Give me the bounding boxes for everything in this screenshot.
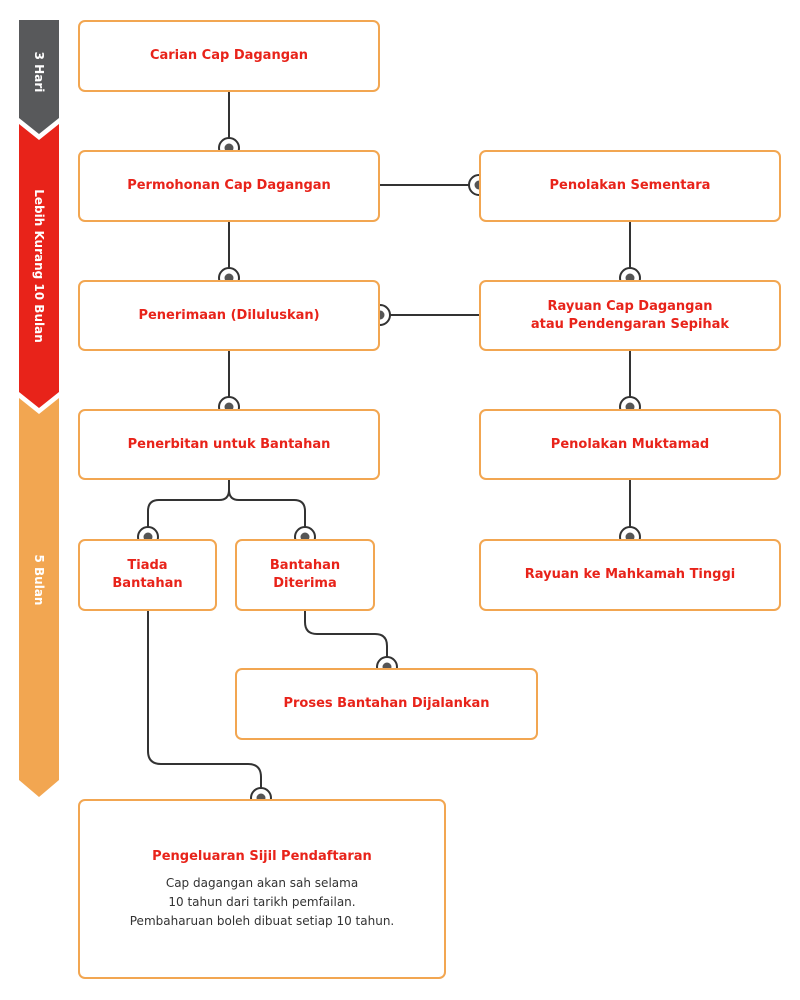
step-title: Pengeluaran Sijil Pendaftaran (152, 848, 372, 864)
step-title: Tiada Bantahan (112, 558, 183, 591)
step-title: Permohonan Cap Dagangan (127, 178, 331, 193)
step-title: Rayuan ke Mahkamah Tinggi (524, 567, 736, 582)
step-title: Rayuan Cap Dagangan atau Pendengaran Sep… (530, 298, 730, 332)
step-penerimaan: Penerimaan (Diluluskan) (78, 280, 380, 351)
phase-bar-3-hari (19, 20, 59, 134)
step-rayuan-ke-mahkamah-tinggi: Rayuan ke Mahkamah Tinggi (479, 539, 781, 611)
phase-bar-5-bulan (19, 398, 59, 797)
step-title: Penerimaan (Diluluskan) (138, 307, 320, 323)
step-proses-bantahan-dijalankan: Proses Bantahan Dijalankan (235, 668, 538, 740)
step-title: Bantahan Diterima (269, 558, 341, 591)
step-pengeluaran-sijil-pendaftaran: Pengeluaran Sijil Pendaftaran Cap dagang… (78, 799, 446, 979)
step-title: Carian Cap Dagangan (149, 48, 309, 63)
step-title: Penolakan Muktamad (550, 436, 710, 452)
step-tiada-bantahan: Tiada Bantahan (78, 539, 217, 611)
step-carian-cap-dagangan: Carian Cap Dagangan (78, 20, 380, 92)
phase-label-10-bulan: Lebih Kurang 10 Bulan (32, 189, 46, 343)
phase-label-5-bulan: 5 Bulan (32, 554, 46, 606)
step-bantahan-diterima: Bantahan Diterima (235, 539, 375, 611)
phase-label-3-hari: 3 Hari (32, 51, 46, 93)
step-title: Proses Bantahan Dijalankan (283, 696, 490, 711)
step-title: Penerbitan untuk Bantahan (127, 436, 331, 452)
step-description: Cap dagangan akan sah selama 10 tahun da… (129, 875, 395, 928)
step-penolakan-sementara: Penolakan Sementara (479, 150, 781, 222)
step-title: Penolakan Sementara (549, 178, 711, 193)
phase-bar-10-bulan (19, 124, 59, 408)
step-penolakan-muktamad: Penolakan Muktamad (479, 409, 781, 480)
connectors (147, 92, 631, 790)
step-rayuan-cap-dagangan: Rayuan Cap Dagangan atau Pendengaran Sep… (479, 280, 781, 351)
step-permohonan-cap-dagangan: Permohonan Cap Dagangan (78, 150, 380, 222)
step-penerbitan-untuk-bantahan: Penerbitan untuk Bantahan (78, 409, 380, 480)
